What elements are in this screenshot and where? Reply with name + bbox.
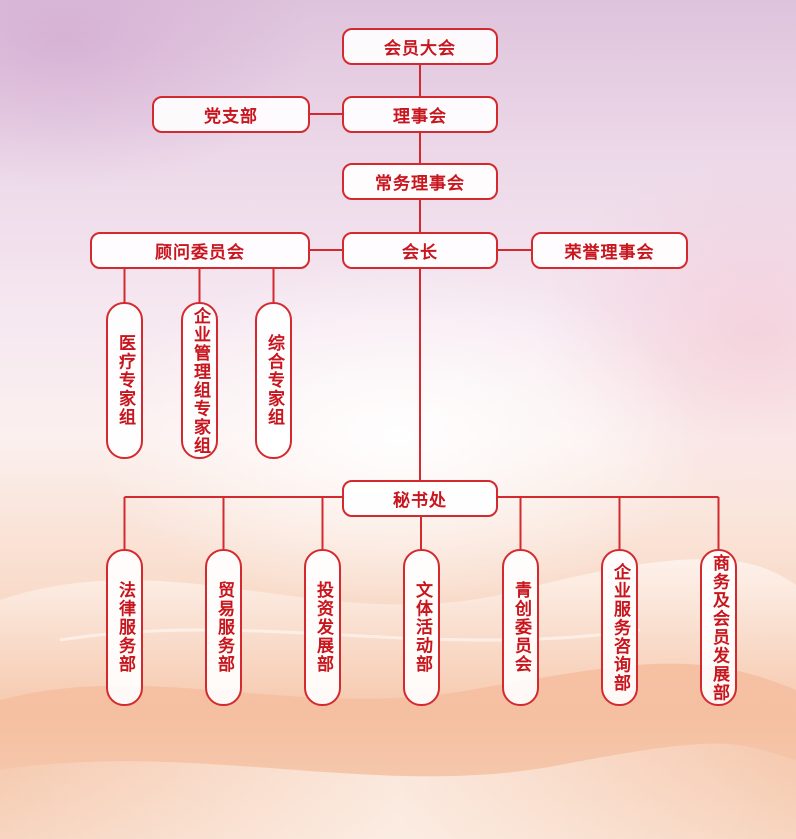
node-dept-trade: 贸易服务部 xyxy=(205,549,242,706)
node-dept-investment: 投资发展部 xyxy=(304,549,341,706)
node-expert-group-general: 综合专家组 xyxy=(255,302,292,459)
node-dept-legal: 法律服务部 xyxy=(106,549,143,706)
node-council: 理事会 xyxy=(342,96,498,133)
node-advisory-committee: 顾问委员会 xyxy=(90,232,310,269)
node-dept-enterprise-consulting: 企业服务咨询部 xyxy=(601,549,638,706)
node-expert-group-medical: 医疗专家组 xyxy=(106,302,143,459)
node-dept-youth-startup: 青创委员会 xyxy=(502,549,539,706)
node-president: 会长 xyxy=(342,232,498,269)
node-dept-culture-sports: 文体活动部 xyxy=(403,549,440,706)
node-honorary-council: 荣誉理事会 xyxy=(531,232,688,269)
wave-lower xyxy=(0,743,796,839)
node-secretariat: 秘书处 xyxy=(342,480,498,517)
node-expert-group-management: 企业管理组专家组 xyxy=(181,302,218,459)
node-assembly: 会员大会 xyxy=(342,28,498,65)
node-dept-business-membership: 商务及会员发展部 xyxy=(700,549,737,706)
node-party-branch: 党支部 xyxy=(152,96,310,133)
node-standing-council: 常务理事会 xyxy=(342,163,498,200)
